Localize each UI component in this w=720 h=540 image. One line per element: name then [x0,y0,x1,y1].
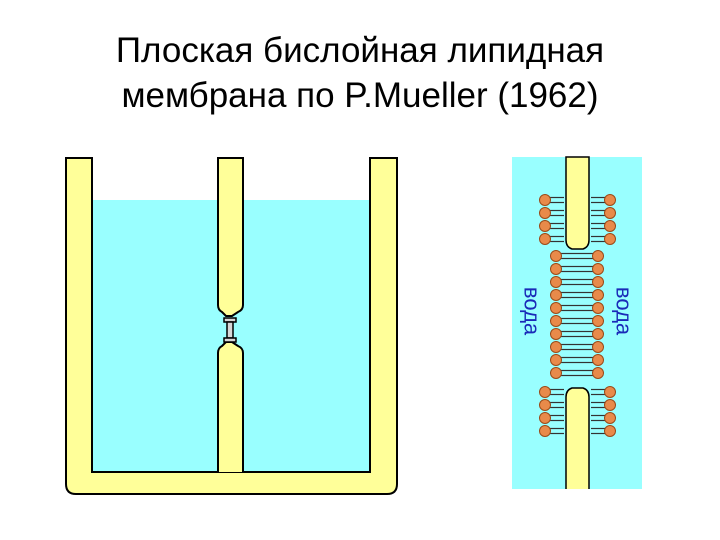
lipid-side-left [539,233,564,245]
lipid-side-left [539,386,564,398]
lipid-bilayer-right [577,341,604,353]
lipid-side-right [591,386,616,398]
lipid-side-left [539,194,564,206]
lipid-bilayer-left [550,302,577,314]
lipid-bilayer-left [550,276,577,288]
title-line-2: мембрана по P.Mueller (1962) [121,76,599,115]
lipid-bilayer-left [550,367,577,379]
lipid-bilayer-right [577,250,604,262]
lipid-bilayer-right [577,302,604,314]
lipid-bilayer-left [550,315,577,327]
lipid-side-left [539,399,564,411]
lipid-bilayer-right [577,354,604,366]
lipid-side-left [539,207,564,219]
lipid-side-left [539,220,564,232]
chamber-wall [65,157,398,495]
lipid-side-right [591,425,616,437]
lipid-bilayer-right [577,263,604,275]
membrane-plug [223,317,237,343]
lipid-side-left [539,412,564,424]
label-right-water: вода [612,287,637,336]
lipid-side-right [591,399,616,411]
lipid-molecules [539,194,616,437]
chamber [65,157,398,495]
lipid-side-right [591,194,616,206]
lipid-bilayer-left [550,263,577,275]
lipid-bilayer-right [577,289,604,301]
lipid-side-right [591,233,616,245]
lipid-side-right [591,207,616,219]
lipid-bilayer-right [577,315,604,327]
lipid-side-right [591,412,616,424]
lipid-bilayer-right [577,328,604,340]
lipid-bilayer-left [550,354,577,366]
panel-support-lower [565,387,590,489]
lipid-side-right [591,220,616,232]
panel-support-upper [565,156,590,250]
lipid-bilayer-right [577,276,604,288]
partition-lower [217,341,244,472]
title-line-1: Плоская бислойная липидная [115,31,605,70]
partition-upper [217,157,244,317]
label-left-water: вода [520,287,545,336]
page-title: Плоская бислойная липидная мембрана по P… [0,28,720,118]
lipid-bilayer-left [550,250,577,262]
lipid-bilayer-left [550,328,577,340]
lipid-bilayer-left [550,289,577,301]
lipid-side-left [539,425,564,437]
bilayer-panel [512,156,642,489]
lipid-bilayer-left [550,341,577,353]
lipid-bilayer-right [577,367,604,379]
